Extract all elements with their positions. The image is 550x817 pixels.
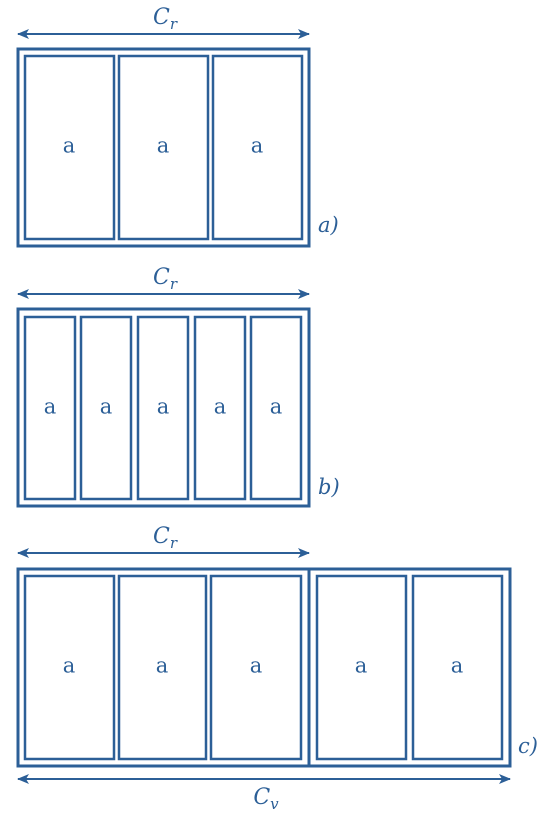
panel-label: a — [100, 395, 113, 419]
panel-label: a — [44, 395, 57, 419]
panel-label: a — [250, 654, 263, 678]
dimension-label-cr: Cr — [153, 524, 178, 552]
window-panel — [315, 574, 408, 761]
figure-label: c) — [518, 734, 538, 758]
dimension-label-cr: Cr — [153, 265, 178, 293]
dimension-label-subscript: r — [170, 15, 178, 33]
panel-label: a — [251, 134, 264, 158]
dimension-label-subscript: v — [270, 795, 279, 813]
window-panel — [209, 574, 303, 761]
panel-label: a — [156, 654, 169, 678]
window-frame-right — [307, 567, 512, 768]
window-panel — [23, 574, 116, 761]
dimension-label-base: C — [153, 524, 170, 549]
dimension-label-base: C — [253, 785, 270, 810]
window-panel — [136, 315, 190, 501]
dimension-label-cr: Cr — [153, 5, 178, 33]
window-panel — [117, 574, 208, 761]
panel-label: a — [451, 654, 464, 678]
window-panel — [23, 54, 116, 241]
figure-label: a) — [318, 213, 339, 237]
figure-a: Cr a a a a) — [16, 5, 339, 248]
panel-label: a — [214, 395, 227, 419]
window-panel — [193, 315, 247, 501]
dimension-label-base: C — [153, 5, 170, 30]
dimension-label-subscript: r — [170, 534, 178, 552]
panel-label: a — [157, 395, 170, 419]
dimension-label-cv: Cv — [253, 785, 279, 813]
panel-label: a — [355, 654, 368, 678]
panel-label: a — [63, 134, 76, 158]
window-panel — [411, 574, 504, 761]
window-panel — [117, 54, 210, 241]
window-frame — [16, 47, 311, 248]
panel-label: a — [157, 134, 170, 158]
window-panel — [249, 315, 303, 501]
window-frame — [16, 307, 311, 508]
figure-c: Cr a a a a a c) Cv — [16, 524, 538, 813]
window-panel — [79, 315, 133, 501]
panel-label: a — [270, 395, 283, 419]
dimension-label-subscript: r — [170, 275, 178, 293]
figure-label: b) — [318, 475, 340, 499]
dimension-label-base: C — [153, 265, 170, 290]
panel-label: a — [63, 654, 76, 678]
figure-b: Cr a a a a a b) — [16, 265, 340, 508]
window-panel — [211, 54, 304, 241]
window-panel — [23, 315, 77, 501]
